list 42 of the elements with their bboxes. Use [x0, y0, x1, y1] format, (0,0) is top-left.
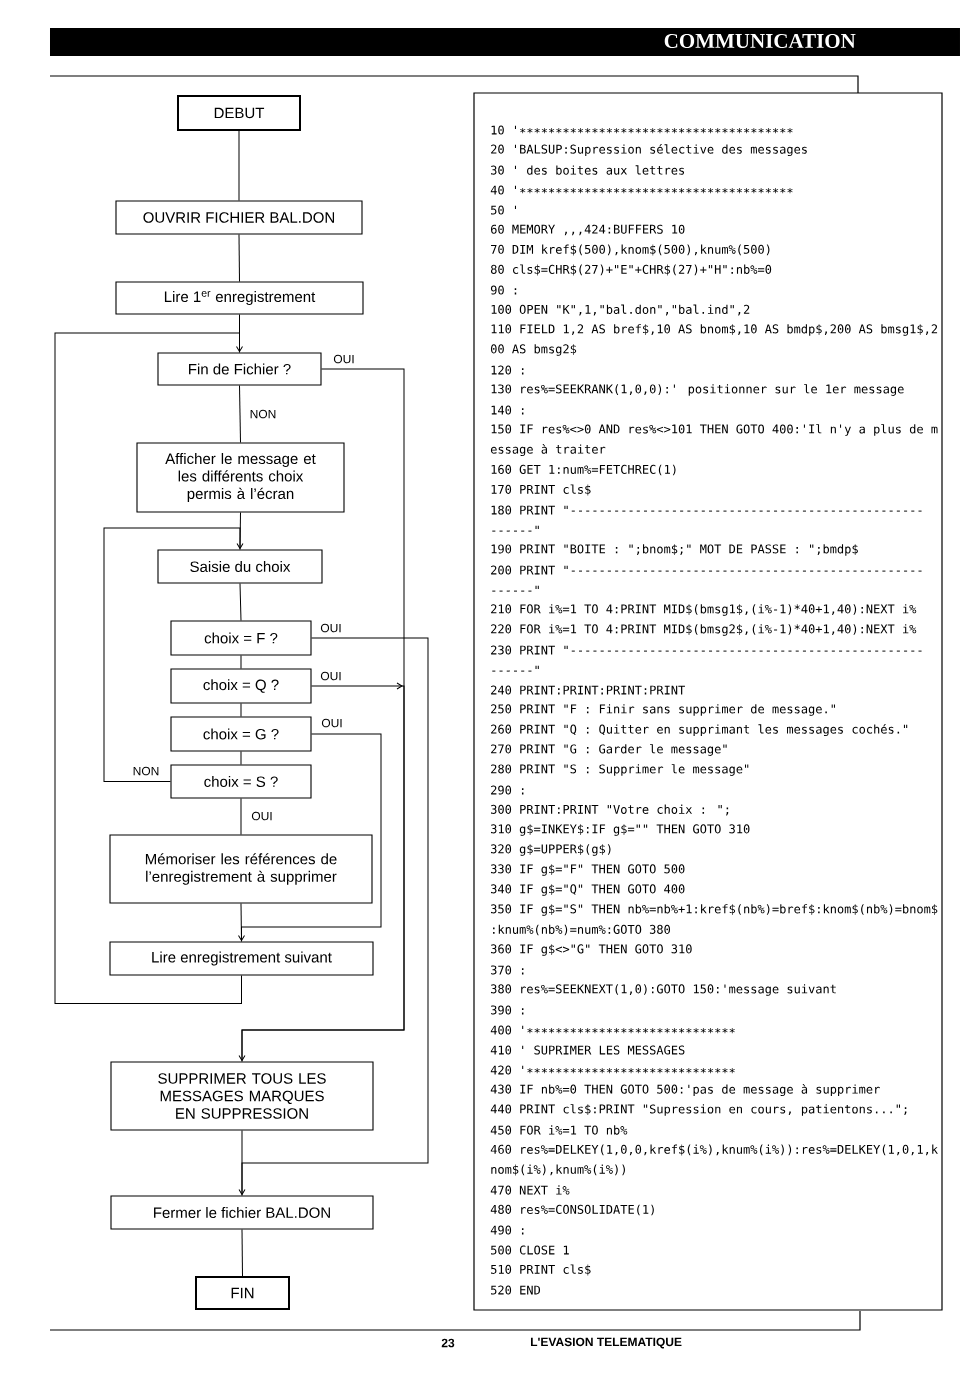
process-box: Lire 1$^{er}$ enregistrement	[115, 281, 364, 315]
connector	[241, 1130, 243, 1196]
connector	[241, 1229, 243, 1277]
edge-label: OUI	[333, 354, 354, 364]
edge-label: OUI	[251, 811, 272, 821]
decision-box: choix = G ?	[170, 716, 312, 752]
connector	[238, 733, 382, 941]
decision-box: choix = S ?	[170, 764, 312, 799]
connector	[239, 583, 242, 621]
process-box: OUVRIR FICHIER BAL.DON	[115, 200, 363, 235]
decision-box: choix = F ?	[170, 620, 312, 656]
connector	[238, 234, 240, 282]
process-box: Fermer le fichier BAL.DON	[110, 1195, 374, 1230]
edge-label: OUI	[320, 623, 341, 633]
connector	[238, 637, 429, 1195]
connector	[240, 798, 242, 835]
edge-label: OUI	[321, 718, 342, 728]
program-listing: 10 '∗∗∗∗∗∗∗∗∗∗∗∗∗∗∗∗∗∗∗∗∗∗∗∗∗∗∗∗∗∗∗∗∗∗∗∗∗∗ 20 'BALSUP:Supression sélective des messages 30 ' des boites aux lettres 40 '∗∗∗∗∗∗∗∗∗∗∗∗∗∗∗∗∗∗∗∗∗∗∗∗∗∗∗∗∗∗∗∗∗∗∗∗∗∗ 50 ' 60 MEMORY ,,,424:BUFFERS 10 70 DIM kref$(500),knom$(500),knum%(500) 80 cls$=CHR$(27)+"E"+CHR$(27)+"H":nb%=0 90 : 100 OPEN "K",1,"bal.don","bal.ind",2 110 FIELD 1,2 AS bref$,10 AS bnom$,10 AS bmdp$,200 AS bmsg1$,2 00 AS bmsg2$ 120 : 130 res%=SEEKRANK(1,0,0):' positionner sur le 1er message 140 : 150 IF res%<>0 AND res%<>101 THEN GOTO 400:'Il n'y a plus de m essage à traiter 160 GET 1:num%=FETCHREC(1) 170 PRINT cls$ 180 PRINT "------------------------------------------------- ------" 190 PRINT "BOITE : ";bnom$;" MOT DE PASSE : ";bmdp$ 200 PRINT "------------------------------------------------- ------" 210 FOR i%=1 TO 4:PRINT MID$(bmsg1$,(i%-1)*40+1,40):NEXT i% 220 FOR i%=1 TO 4:PRINT MID$(bmsg2$,(i%-1)*40+1,40):NEXT i% 230 PRINT "------------------------------------------------- ------" 240 PRINT:PRINT:PRINT:PRINT 250 PRINT "F : Finir sans supprimer de message." 260 PRINT "Q : Quitter en supprimant les messages cochés." 270 PRINT "G : Garder le message" 280 PRINT "S : Supprimer le message" 290 : 300 PRINT:PRINT "Votre choix : "; 310 g$=INKEY$:IF g$="" THEN GOTO 310 320 g$=UPPER$(g$) 330 IF g$="F" THEN GOTO 500 340 IF g$="Q" THEN GOTO 400 350 IF g$="S" THEN nb%=nb%+1:kref$(nb%)=bref$:knom$(nb%)=bnom$ :knum%(nb%)=num%:GOTO 380 360 IF g$<>"G" THEN GOTO 310 370 : 380 res%=SEEKNEXT(1,0):GOTO 150:'message suivant 390 : 400 '∗∗∗∗∗∗∗∗∗∗∗∗∗∗∗∗∗∗∗∗∗∗∗∗∗∗∗∗∗ 410 ' SUPRIMER LES MESSAGES 420 '∗∗∗∗∗∗∗∗∗∗∗∗∗∗∗∗∗∗∗∗∗∗∗∗∗∗∗∗∗ 430 IF nb%=0 THEN GOTO 500:'pas de message à supprimer 440 PRINT cls$:PRINT "Supression en cours, patientons..."; 450 FOR i%=1 TO nb% 460 res%=DELKEY(1,0,0,kref$(i%),knum%(i%)):res%=DELKEY(1,0,1,k nom$(i%),knum%(i%)) 470 NEXT i% 480 res%=CONSOLIDATE(1) 490 : 500 CLOSE 1 510 PRINT cls$ 520 END	[473, 92, 943, 1311]
header-bar: COMMUNICATION	[50, 28, 960, 56]
connector	[241, 682, 405, 1062]
footer-text: L'EVASION TELEMATIQUE	[531, 1337, 682, 1349]
decision-box: choix = Q ?	[170, 668, 312, 704]
decision-box: Fin de Fichier ?	[157, 352, 322, 386]
connector	[238, 368, 405, 1061]
connector	[240, 751, 242, 765]
process-box: Lire enregistrement suivant	[109, 941, 374, 976]
connector	[240, 655, 242, 669]
process-box: Saisie du choix	[157, 549, 323, 584]
process-box: Mémoriser les références de l’enregistrement à supprimer	[109, 834, 373, 904]
connector	[54, 332, 243, 1005]
connector	[238, 130, 240, 201]
process-box: SUPPRIMER TOUS LES MESSAGES MARQUES EN SUPPRESSION	[110, 1061, 374, 1131]
process-box: Afficher le message et les différents choix permis à l’écran	[136, 442, 345, 513]
edge-label: NON	[250, 409, 276, 419]
start-box: DEBUT	[177, 95, 301, 131]
page-number: 23	[441, 1338, 455, 1348]
connector	[239, 385, 241, 443]
connector	[103, 527, 244, 782]
end-box: FIN	[195, 1276, 290, 1310]
edge-label: NON	[133, 766, 159, 776]
connector	[240, 703, 242, 717]
edge-label: OUI	[320, 671, 341, 681]
